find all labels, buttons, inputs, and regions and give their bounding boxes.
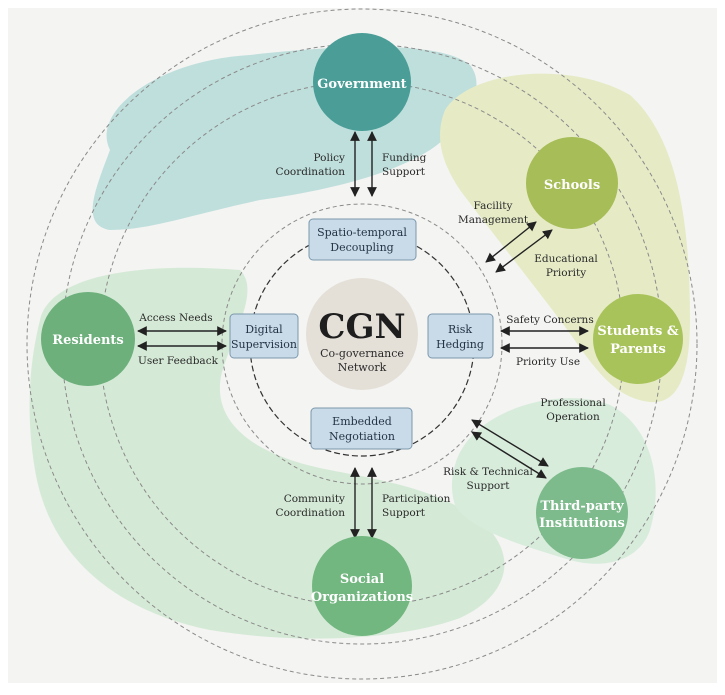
social-label-line2: Organizations	[311, 590, 413, 605]
residents-node: Residents	[41, 292, 135, 386]
mechanism-bottom-line1: Embedded	[332, 415, 392, 428]
schools-label: Schools	[544, 178, 600, 193]
flow-school-edu-line1: Educational	[534, 253, 598, 265]
schools-node: Schools	[526, 137, 618, 229]
third-party-label-line2: Institutions	[539, 516, 625, 531]
outer-ring	[26, 8, 698, 680]
flow-feedback-label: User Feedback	[138, 355, 219, 367]
center-title: CGN	[318, 307, 405, 347]
flow-gov-funding-line2: Support	[382, 166, 426, 178]
mechanism-right-line2: Hedging	[436, 338, 484, 351]
flow-priority-use-label: Priority Use	[516, 356, 580, 368]
residents-label: Residents	[52, 333, 123, 348]
flow-community-line1: Community	[284, 493, 345, 505]
mechanism-left-line1: Digital	[245, 323, 283, 336]
third-party-label-line1: Third-party	[540, 499, 624, 514]
flow-gov-funding-line1: Funding	[382, 152, 427, 164]
mechanism-bottom-box: Embedded Negotiation	[310, 407, 413, 450]
flow-access-label: Access Needs	[138, 312, 212, 324]
mechanism-left-line2: Supervision	[231, 338, 297, 351]
flow-risk-tech-line2: Support	[467, 480, 511, 492]
mechanism-right-line1: Risk	[448, 323, 472, 336]
students-label-line2: Parents	[610, 342, 666, 357]
students-label-line1: Students &	[597, 324, 679, 339]
social-label-line1: Social	[340, 572, 384, 587]
flow-professional-line1: Professional	[540, 397, 606, 409]
flow-gov-policy-line1: Policy	[314, 152, 346, 164]
flow-safety-label: Safety Concerns	[506, 314, 593, 326]
flow-professional-line2: Operation	[546, 411, 600, 423]
flow-participation-line2: Support	[382, 507, 426, 519]
center-circle	[306, 278, 418, 390]
flow-gov-policy-line2: Coordination	[276, 166, 346, 178]
flow-school-edu-line2: Priority	[546, 267, 586, 279]
arrow-school-edu	[495, 229, 553, 273]
government-label: Government	[317, 77, 406, 92]
mechanism-right-box: Risk Hedging	[427, 313, 494, 359]
center-subtitle-line2: Network	[338, 361, 387, 374]
social-node: Social Organizations	[311, 536, 413, 636]
flow-school-facility-line1: Facility	[474, 200, 513, 212]
mechanism-left-box: Digital Supervision	[229, 313, 299, 359]
flow-community-line2: Coordination	[276, 507, 346, 519]
mechanism-top-box: Spatio-temporal Decoupling	[308, 218, 417, 261]
arrow-risk-tech	[471, 431, 547, 479]
students-node: Students & Parents	[593, 294, 683, 384]
government-node: Government	[313, 33, 411, 131]
flow-arrows	[137, 131, 589, 539]
third-party-node: Third-party Institutions	[536, 467, 628, 559]
flow-participation-line1: Participation	[382, 493, 451, 505]
mechanism-bottom-line2: Negotiation	[329, 430, 395, 443]
center-subtitle-line1: Co-governance	[320, 347, 404, 360]
mechanism-top-line1: Spatio-temporal	[317, 226, 407, 239]
mechanism-top-line2: Decoupling	[330, 241, 393, 254]
flow-risk-tech-line1: Risk & Technical	[443, 466, 533, 478]
flow-school-facility-line2: Management	[458, 214, 529, 226]
